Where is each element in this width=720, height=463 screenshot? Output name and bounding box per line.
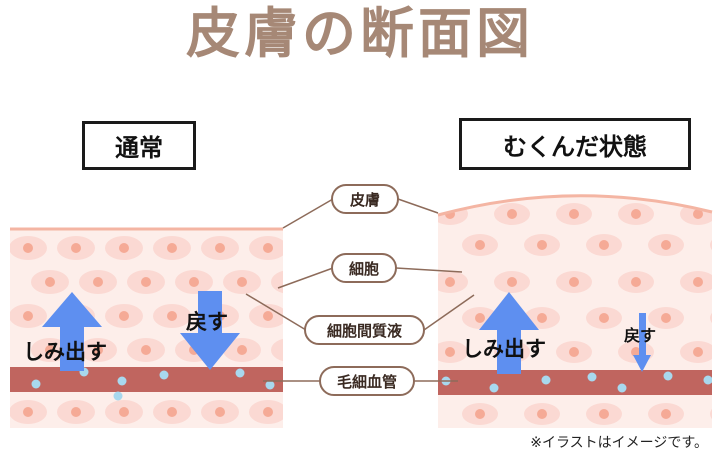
cell-nucleus bbox=[215, 243, 225, 253]
cell-nucleus bbox=[693, 347, 703, 357]
capillary-dot bbox=[489, 383, 499, 393]
cell-nucleus bbox=[23, 311, 33, 321]
cell-nucleus bbox=[537, 313, 547, 323]
cell-nucleus bbox=[45, 345, 55, 355]
cell-nucleus bbox=[693, 277, 703, 287]
capillary-dot bbox=[31, 379, 41, 389]
cell-nucleus bbox=[93, 277, 103, 287]
normal-skin-panel bbox=[10, 228, 295, 428]
cell-nucleus bbox=[475, 409, 485, 419]
cells-right bbox=[438, 203, 712, 425]
label-skin: 皮膚 bbox=[331, 184, 399, 214]
capillary-dot bbox=[265, 380, 275, 390]
cell-nucleus bbox=[661, 313, 671, 323]
cell-nucleus bbox=[263, 407, 273, 417]
skin-surface-right bbox=[437, 194, 713, 217]
cell-nucleus bbox=[569, 347, 579, 357]
cell-nucleus bbox=[631, 209, 641, 219]
cell-nucleus bbox=[631, 347, 641, 357]
illustration-note: ※イラストはイメージです。 bbox=[530, 435, 708, 451]
cell-nucleus bbox=[71, 243, 81, 253]
cell-nucleus bbox=[119, 243, 129, 253]
cell-nucleus bbox=[569, 209, 579, 219]
cell-nucleus bbox=[237, 277, 247, 287]
capillary-dot bbox=[617, 383, 627, 393]
capillary-dot bbox=[113, 391, 123, 401]
cell-nucleus bbox=[445, 347, 455, 357]
cell-nucleus bbox=[475, 313, 485, 323]
label-skin-text: 皮膚 bbox=[349, 190, 380, 209]
cell-nucleus bbox=[141, 345, 151, 355]
flow-back-text-right: 戻す bbox=[624, 326, 657, 345]
swollen-skin-panel bbox=[438, 195, 712, 428]
capillary-dot bbox=[159, 370, 169, 380]
cell-nucleus bbox=[475, 240, 485, 250]
capillary-dots-right bbox=[441, 371, 712, 393]
cell-nucleus bbox=[23, 407, 33, 417]
flow-back-text-left: 戻す bbox=[186, 310, 228, 334]
flow-out-arrow-left bbox=[42, 292, 102, 371]
cell-nucleus bbox=[569, 277, 579, 287]
cell-nucleus bbox=[599, 240, 609, 250]
cell-nucleus bbox=[71, 407, 81, 417]
cell-nucleus bbox=[631, 277, 641, 287]
cell-nucleus bbox=[263, 311, 273, 321]
normal-state-text: 通常 bbox=[115, 134, 163, 162]
flow-back-arrow-left bbox=[180, 291, 240, 370]
cell-nucleus bbox=[599, 409, 609, 419]
label-cell: 細胞 bbox=[331, 253, 397, 283]
flow-out-arrow-right bbox=[479, 292, 539, 374]
swollen-state-label: むくんだ状態 bbox=[459, 118, 691, 170]
cell-nucleus bbox=[141, 277, 151, 287]
cell-nucleus bbox=[537, 240, 547, 250]
flow-back-arrow-right bbox=[633, 313, 651, 372]
capillary-dot bbox=[663, 371, 673, 381]
capillary-dot bbox=[541, 375, 551, 385]
capillary-dot bbox=[235, 368, 245, 378]
cell-nucleus bbox=[189, 277, 199, 287]
label-capillary: 毛細血管 bbox=[319, 366, 415, 396]
capillary-dot bbox=[703, 375, 712, 385]
cell-nucleus bbox=[45, 277, 55, 287]
cell bbox=[271, 338, 283, 362]
label-cell-text: 細胞 bbox=[348, 259, 379, 278]
capillary-dot bbox=[587, 372, 597, 382]
cell-nucleus bbox=[167, 407, 177, 417]
cell-nucleus bbox=[119, 311, 129, 321]
cell-nucleus bbox=[93, 345, 103, 355]
cell-nucleus bbox=[661, 409, 671, 419]
cell-nucleus bbox=[23, 243, 33, 253]
cell-nucleus bbox=[507, 277, 517, 287]
cell-nucleus bbox=[507, 209, 517, 219]
cell-nucleus bbox=[445, 277, 455, 287]
cell-nucleus bbox=[693, 209, 703, 219]
diagram-title: 皮膚の断面図 bbox=[186, 2, 534, 65]
capillary-dot bbox=[117, 376, 127, 386]
flow-out-text-right: しみ出す bbox=[462, 337, 546, 361]
cell-nucleus bbox=[237, 345, 247, 355]
label-connectors bbox=[245, 198, 475, 382]
normal-state-label: 通常 bbox=[82, 121, 196, 170]
cell-nucleus bbox=[263, 243, 273, 253]
cell bbox=[271, 270, 283, 294]
label-interstitial-fluid: 細胞間質液 bbox=[304, 315, 425, 345]
flow-out-text-left: しみ出す bbox=[23, 340, 107, 364]
cell-nucleus bbox=[537, 409, 547, 419]
cell-nucleus bbox=[285, 345, 295, 355]
cell-nucleus bbox=[167, 243, 177, 253]
cell-nucleus bbox=[599, 313, 609, 323]
label-capillary-text: 毛細血管 bbox=[336, 372, 397, 391]
cell-nucleus bbox=[215, 407, 225, 417]
cell-nucleus bbox=[119, 407, 129, 417]
label-interstitial-fluid-text: 細胞間質液 bbox=[326, 321, 402, 340]
cells-left bbox=[10, 236, 295, 424]
cell-nucleus bbox=[661, 240, 671, 250]
swollen-state-text: むくんだ状態 bbox=[503, 132, 647, 161]
cell-nucleus bbox=[167, 311, 177, 321]
interstitial-fluid-area-left bbox=[10, 228, 283, 428]
